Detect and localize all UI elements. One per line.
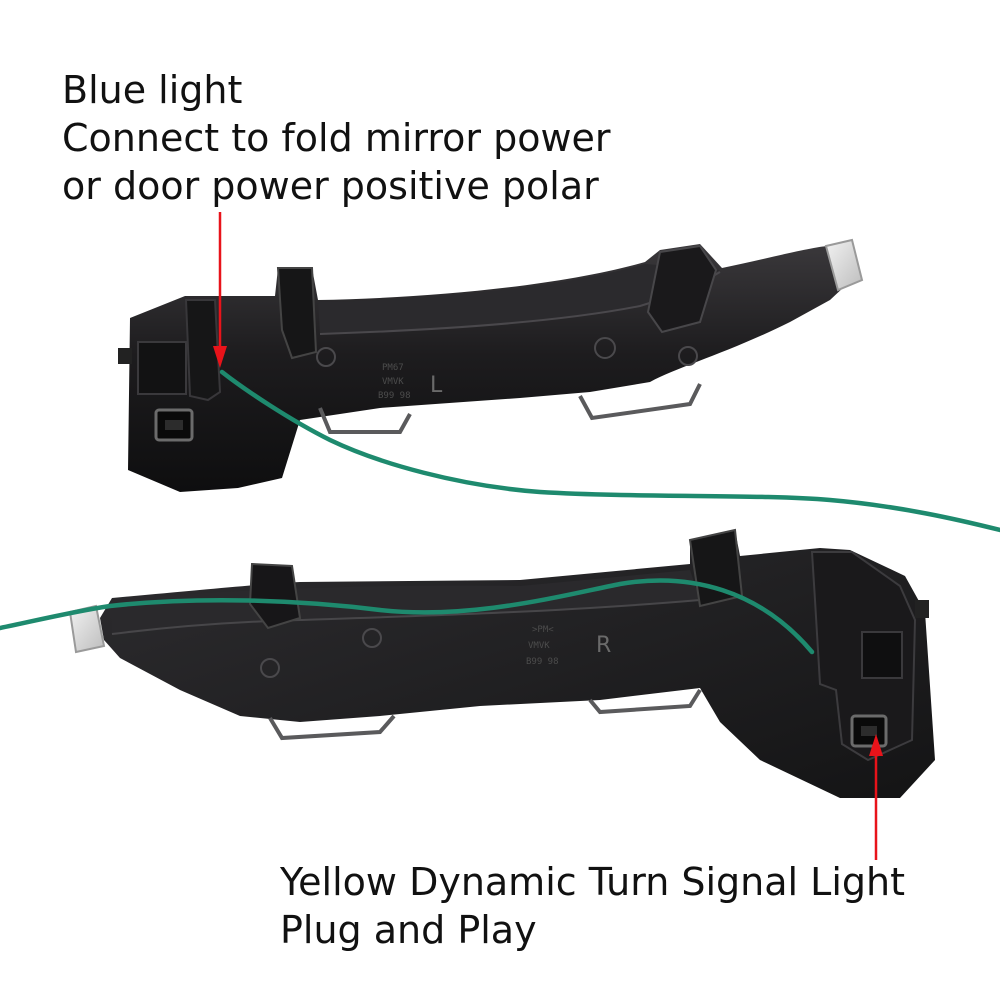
svg-text:B99 98: B99 98 (378, 391, 411, 401)
callout-line: Blue light (62, 68, 243, 112)
blue-light-callout: Blue light Connect to fold mirror power … (62, 66, 611, 210)
left-mirror-turn-signal-housing: PM67 VMVK B99 98 L (118, 238, 864, 492)
left-side-mark: L (430, 373, 443, 398)
arrow-to-connector-socket (869, 734, 883, 860)
svg-text:B99 98: B99 98 (526, 657, 559, 667)
left-housing-body (128, 244, 845, 492)
callout-line: Connect to fold mirror power (62, 116, 611, 160)
svg-text:PM67: PM67 (382, 363, 404, 373)
right-housing-body (100, 530, 935, 798)
callout-line: or door power positive polar (62, 164, 599, 208)
left-mounting-block (137, 341, 187, 395)
svg-text:VMVK: VMVK (528, 641, 550, 651)
right-mirror-turn-signal-housing: >PM< VMVK B99 98 R (68, 528, 935, 798)
arrow-to-blue-light-wire (213, 212, 227, 368)
left-clear-lens-tip (824, 238, 864, 292)
right-side-mark: R (596, 633, 611, 658)
right-housing-rail (112, 570, 700, 634)
left-housing-rail (318, 264, 720, 334)
callout-line: Yellow Dynamic Turn Signal Light (280, 860, 906, 904)
left-clip-tab (276, 267, 318, 360)
svg-text:>PM<: >PM< (532, 625, 554, 635)
callout-line: Plug and Play (280, 908, 537, 952)
svg-text:VMVK: VMVK (382, 377, 404, 387)
left-blue-light-wire (219, 369, 1000, 533)
right-blue-light-wire (0, 578, 815, 655)
turn-signal-callout: Yellow Dynamic Turn Signal Light Plug an… (280, 858, 905, 954)
